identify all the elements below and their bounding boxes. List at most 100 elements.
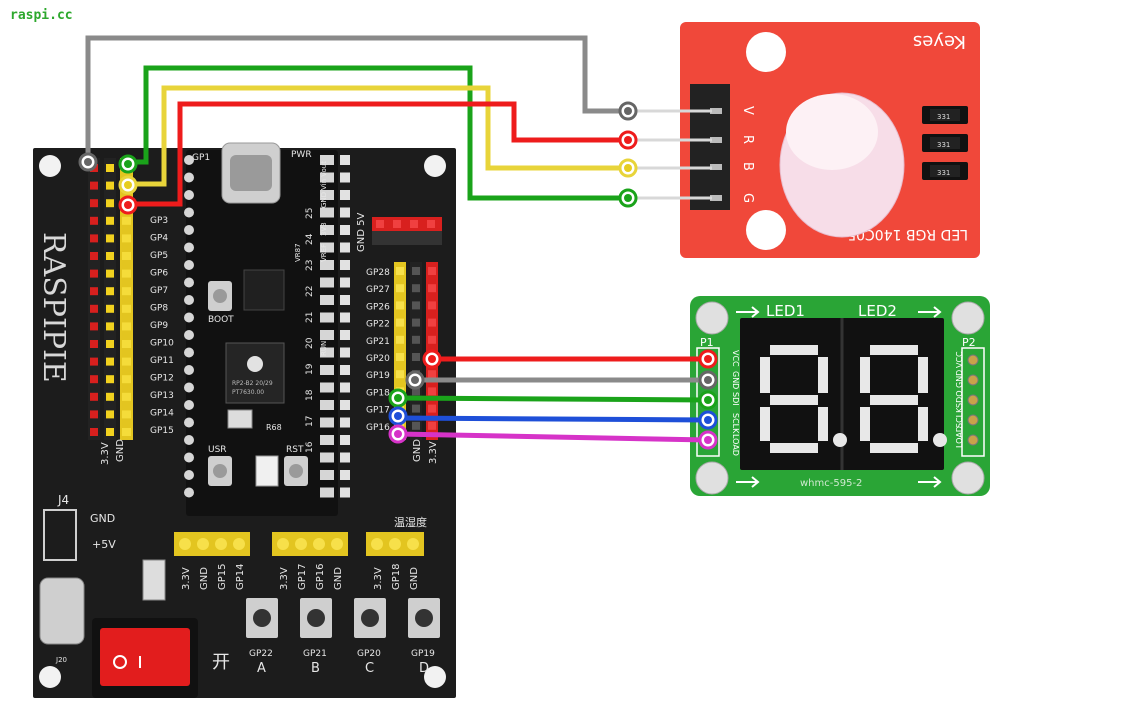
chip-text-1: RP2-B2 20/29 — [232, 380, 273, 387]
pico-pin — [184, 365, 194, 375]
header-pin — [90, 181, 98, 190]
wire-yellow-b — [128, 85, 628, 187]
connector-label: GND — [409, 567, 420, 590]
j20-label: J20 — [55, 656, 67, 664]
mount-hole — [424, 155, 446, 177]
header-pin — [340, 260, 350, 270]
header-pin — [340, 330, 350, 340]
header-pin — [90, 375, 98, 384]
endpoint-seg-sdi-core — [704, 396, 712, 404]
tact-button-letter: A — [257, 661, 266, 676]
tact-button-pin-label: GP19 — [411, 649, 435, 659]
pico-side-label: GND — [320, 192, 328, 208]
header-pin — [106, 252, 114, 260]
wire-green-sdi — [397, 395, 709, 403]
header-pin — [428, 387, 436, 396]
pico-side-number: 23 — [305, 260, 315, 271]
tact-button-cap[interactable] — [361, 609, 379, 627]
boot-button[interactable] — [208, 281, 232, 311]
endpoint-rgb-r-core — [624, 136, 632, 144]
header-pin — [90, 357, 98, 366]
header-pin — [412, 301, 420, 310]
connector-label: GP17 — [297, 563, 308, 590]
header-pin — [106, 164, 114, 172]
tact-button-cap[interactable] — [253, 609, 271, 627]
tact-button-letter: B — [311, 661, 320, 676]
seg-right-pin — [967, 394, 979, 406]
pin-label-gp12: GP12 — [150, 374, 174, 384]
header-pin — [340, 365, 350, 375]
wire-blue-sclk — [397, 415, 709, 423]
tact-button-a[interactable] — [246, 598, 278, 638]
header-pin — [90, 252, 98, 260]
usr-button[interactable] — [208, 456, 232, 486]
pin-label-gp21: GP21 — [366, 337, 390, 347]
mount-hole — [39, 666, 61, 688]
pico-pin — [320, 312, 334, 323]
header-pin — [340, 417, 350, 428]
tact-button-pin-label: GP21 — [303, 649, 327, 659]
rgb-pin-label-v: V — [740, 106, 755, 115]
header-pin — [122, 410, 131, 419]
pico-module: GP1 PWR RP2-B2 20/29 PT7630.00 BOOT USR — [184, 142, 350, 516]
pico-pin — [320, 382, 334, 393]
connector-pin — [295, 538, 307, 550]
tact-button-d[interactable] — [408, 598, 440, 638]
connector-label: GP18 — [391, 563, 402, 590]
pin-label-gp3: GP3 — [150, 216, 168, 226]
wire-magenta-load — [397, 431, 709, 443]
tact-button-cap[interactable] — [415, 609, 433, 627]
endpoint-seg-gnd-core — [704, 376, 712, 384]
pico-pin — [320, 207, 334, 218]
endpoint-rgb-v-core — [624, 107, 632, 115]
power-switch[interactable] — [92, 618, 198, 698]
pin-label-gp11: GP11 — [150, 356, 174, 366]
tact-button-cap[interactable] — [307, 609, 325, 627]
header-pin — [340, 382, 350, 393]
connector-pin — [389, 538, 401, 550]
pin-label-gp8: GP8 — [150, 304, 168, 314]
raspipie-board: RASPIPIE GP3GP4GP5GP6GP7GP8GP9GP10GP11GP… — [33, 142, 456, 698]
mount-hole — [746, 210, 786, 250]
header-pin — [340, 487, 350, 498]
wire-green-g — [128, 65, 628, 201]
endpoint-board-gp17-blue-core — [394, 412, 402, 420]
wire-red-r — [128, 101, 628, 207]
decimal-point — [933, 433, 947, 447]
pin-label-gp17: GP17 — [366, 406, 390, 416]
header-pin — [106, 322, 114, 331]
pico-side-label: RUN — [320, 341, 328, 356]
segment — [760, 407, 770, 441]
endpoint-rgb-b-core — [624, 164, 632, 172]
segment — [770, 395, 818, 405]
wires — [78, 35, 718, 450]
pico-pin — [320, 400, 334, 410]
header-pin — [122, 392, 131, 401]
pico-side-number: 25 — [305, 208, 315, 219]
header-pin — [122, 216, 131, 225]
pico-side-number: 18 — [305, 389, 315, 401]
header-pin — [90, 340, 98, 348]
segment-silk: whmc-595-2 — [800, 478, 862, 489]
tact-button-c[interactable] — [354, 598, 386, 638]
tact-button-b[interactable] — [300, 598, 332, 638]
wire-gray-v — [85, 35, 628, 162]
pin-label-gp7: GP7 — [150, 286, 168, 296]
header-pin — [90, 199, 98, 208]
header-pin — [340, 312, 350, 323]
header-pin — [428, 404, 436, 413]
pico-side-label: Vin Vout — [320, 161, 328, 190]
header-pin — [428, 284, 436, 293]
rst-button[interactable] — [284, 456, 308, 486]
header-pin — [412, 335, 420, 344]
pico-pin — [320, 242, 334, 253]
header-pin — [396, 370, 404, 379]
header-pin — [396, 301, 404, 310]
endpoint-board-gray-core — [84, 158, 92, 166]
pico-pin — [184, 435, 194, 445]
usr-label: USR — [208, 445, 227, 455]
seg-right-pin-label: VCC — [955, 351, 964, 368]
